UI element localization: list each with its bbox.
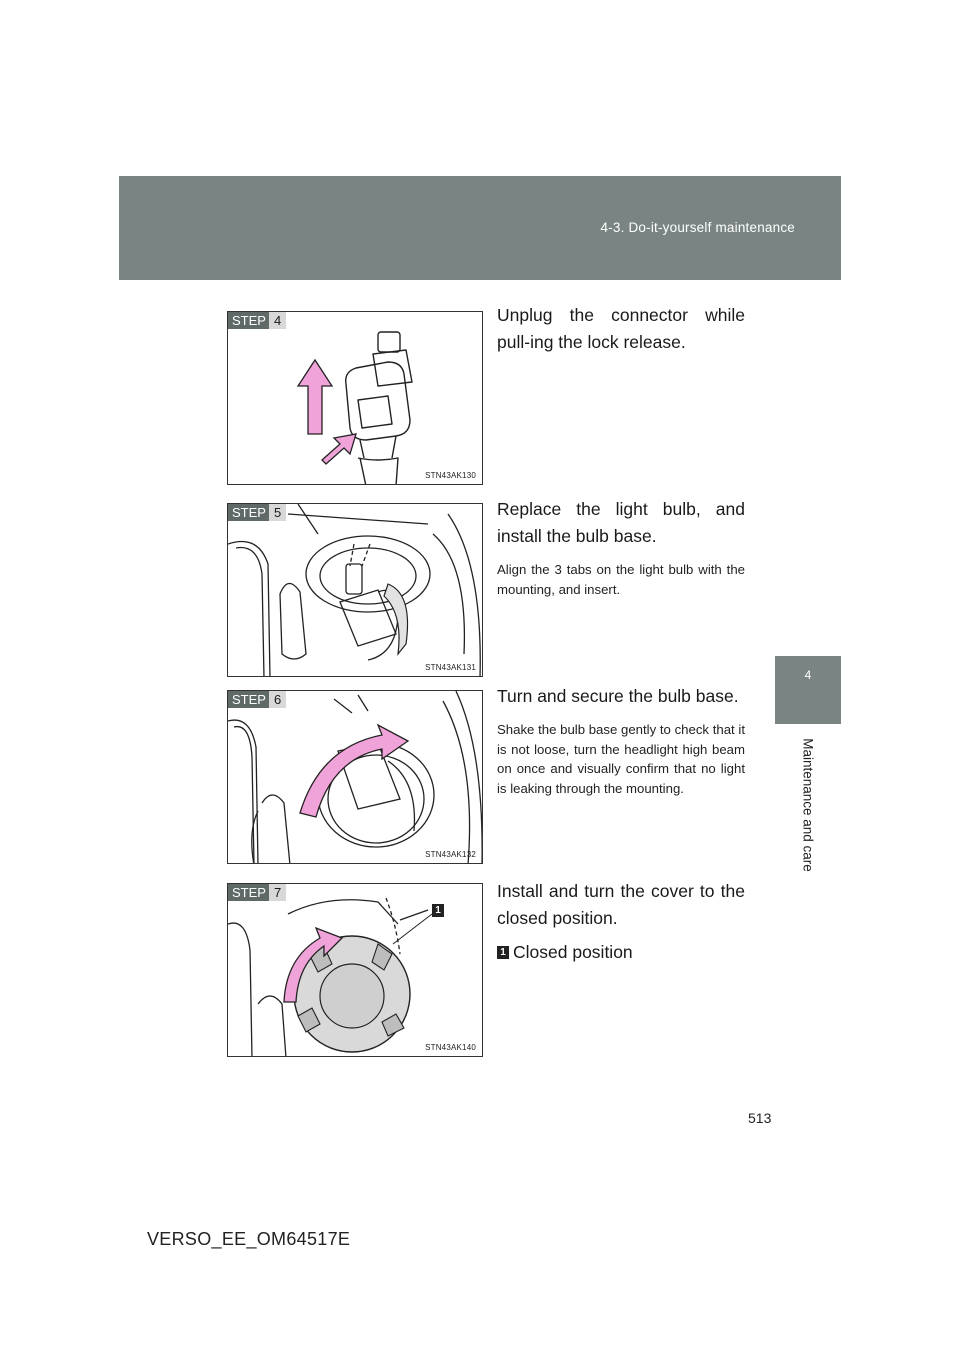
step-number: 6 <box>268 691 287 708</box>
callout-marker-icon: 1 <box>497 946 509 959</box>
step-label: STEP <box>228 504 269 521</box>
figure-code: STN43AK131 <box>425 663 476 672</box>
document-code: VERSO_EE_OM64517E <box>147 1229 351 1249</box>
section-header-band: 4-3. Do-it-yourself maintenance <box>119 176 841 280</box>
cover-close-drawing <box>228 897 433 1056</box>
step-6-badge: STEP 6 <box>228 691 287 708</box>
callout-marker: 1 <box>432 904 444 917</box>
bulb-install-drawing <box>228 504 481 676</box>
step-5-illustration: STEP 5 STN43AK131 <box>227 503 483 677</box>
callout-legend: 1 Closed position <box>497 942 745 963</box>
step-4-badge: STEP 4 <box>228 312 287 329</box>
step-6-illustration: STEP 6 STN43AK132 <box>227 690 483 864</box>
step-5-note: Align the 3 tabs on the light bulb with … <box>497 562 745 597</box>
step-5-instructions: Replace the light bulb, and install the … <box>497 496 745 599</box>
step-5-text: Replace the light bulb, and install the … <box>497 499 745 546</box>
step-5-badge: STEP 5 <box>228 504 287 521</box>
step-label: STEP <box>228 884 269 901</box>
page-number: 513 <box>748 1110 772 1126</box>
step-number: 4 <box>268 312 287 329</box>
step-7-illustration: STEP 7 1 STN43AK140 <box>227 883 483 1057</box>
step-label: STEP <box>228 312 269 329</box>
bulb-connector-drawing <box>296 331 413 484</box>
chapter-tab[interactable]: 4 <box>775 656 841 724</box>
bulb-secure-drawing <box>228 691 482 863</box>
step-6-note: Shake the bulb base gently to check that… <box>497 722 745 796</box>
chapter-label: Maintenance and care <box>800 738 816 872</box>
step-4-text: Unplug the connector while pull-ing the … <box>497 305 745 352</box>
step-7-text: Install and turn the cover to the closed… <box>497 881 745 928</box>
chapter-number: 4 <box>804 668 812 682</box>
callout-legend-label: Closed position <box>513 942 633 962</box>
chapter-label-wrapper: Maintenance and care <box>782 730 834 880</box>
step-number: 5 <box>268 504 287 521</box>
step-7-instructions: Install and turn the cover to the closed… <box>497 878 745 963</box>
step-4-illustration: STEP 4 STN43AK130 <box>227 311 483 485</box>
section-title: 4-3. Do-it-yourself maintenance <box>600 220 795 235</box>
figure-code: STN43AK130 <box>425 471 476 480</box>
step-6-instructions: Turn and secure the bulb base. Shake the… <box>497 683 745 798</box>
step-label: STEP <box>228 691 269 708</box>
step-4-instructions: Unplug the connector while pull-ing the … <box>497 302 745 356</box>
figure-code: STN43AK140 <box>425 1043 476 1052</box>
step-6-text: Turn and secure the bulb base. <box>497 686 739 706</box>
figure-code: STN43AK132 <box>425 850 476 859</box>
step-number: 7 <box>268 884 287 901</box>
step-7-badge: STEP 7 <box>228 884 287 901</box>
